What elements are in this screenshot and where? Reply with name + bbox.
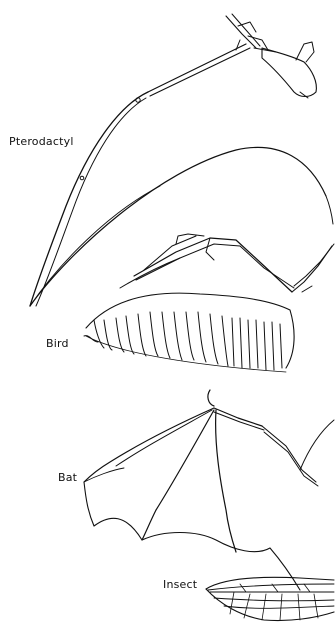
- label-bat: Bat: [58, 471, 77, 484]
- label-insect: Insect: [163, 578, 197, 591]
- label-pterodactyl: Pterodactyl: [9, 135, 74, 148]
- insect-wing: [206, 577, 334, 620]
- label-bird: Bird: [46, 337, 69, 350]
- pterodactyl-wing: [30, 14, 333, 306]
- bird-wing: [84, 234, 334, 372]
- bat-wing: [84, 390, 334, 590]
